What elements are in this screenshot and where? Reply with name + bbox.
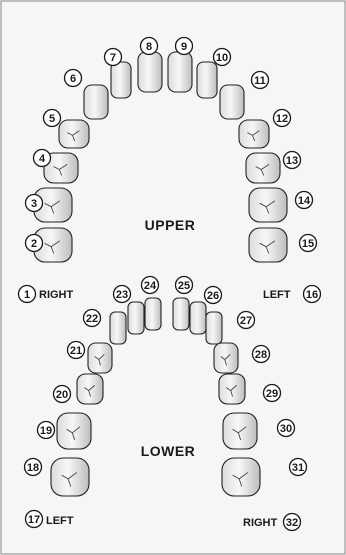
tooth-11 bbox=[220, 85, 244, 119]
tooth-number-10-label: 10 bbox=[216, 52, 228, 64]
tooth-number-27-label: 27 bbox=[240, 315, 252, 327]
lower-left-label: LEFT bbox=[46, 515, 74, 527]
tooth-number-31-label: 31 bbox=[292, 462, 304, 474]
tooth-number-7-label: 7 bbox=[110, 52, 116, 64]
tooth-number-30-label: 30 bbox=[280, 423, 292, 435]
tooth-number-12-label: 12 bbox=[276, 113, 288, 125]
tooth-number-13-label: 13 bbox=[286, 155, 298, 167]
tooth-number-6-label: 6 bbox=[70, 73, 76, 85]
tooth-number-20-label: 20 bbox=[56, 389, 68, 401]
tooth-23 bbox=[128, 302, 144, 334]
tooth-number-32-label: 32 bbox=[286, 517, 298, 529]
tooth-27 bbox=[206, 312, 222, 344]
tooth-8 bbox=[138, 52, 162, 92]
tooth-number-28-label: 28 bbox=[255, 349, 267, 361]
tooth-number-17-label: 17 bbox=[28, 514, 40, 526]
tooth-10 bbox=[197, 62, 217, 98]
tooth-number-5-label: 5 bbox=[49, 113, 55, 125]
tooth-number-22-label: 22 bbox=[86, 313, 98, 325]
tooth-number-18-label: 18 bbox=[27, 462, 39, 474]
tooth-number-9-label: 9 bbox=[181, 41, 187, 53]
tooth-number-14-label: 14 bbox=[298, 195, 311, 207]
tooth-6 bbox=[84, 85, 108, 119]
tooth-number-24-label: 24 bbox=[144, 280, 157, 292]
upper-left-label: LEFT bbox=[263, 289, 291, 301]
tooth-25 bbox=[173, 298, 189, 330]
tooth-number-21-label: 21 bbox=[70, 345, 82, 357]
upper-arch-label: UPPER bbox=[145, 217, 196, 233]
tooth-number-1-label: 1 bbox=[24, 289, 30, 301]
tooth-number-16-label: 16 bbox=[306, 289, 318, 301]
tooth-22 bbox=[110, 312, 126, 344]
tooth-number-19-label: 19 bbox=[40, 425, 52, 437]
tooth-number-25-label: 25 bbox=[178, 280, 190, 292]
tooth-7 bbox=[111, 62, 131, 98]
tooth-number-8-label: 8 bbox=[146, 41, 152, 53]
tooth-number-2-label: 2 bbox=[31, 238, 37, 250]
tooth-number-4-label: 4 bbox=[39, 153, 46, 165]
tooth-number-23-label: 23 bbox=[116, 289, 128, 301]
tooth-24 bbox=[145, 298, 161, 330]
tooth-number-15-label: 15 bbox=[302, 238, 314, 250]
tooth-number-11-label: 11 bbox=[254, 75, 266, 87]
upper-right-label: RIGHT bbox=[39, 289, 74, 301]
lower-right-label: RIGHT bbox=[243, 517, 278, 529]
tooth-number-26-label: 26 bbox=[207, 290, 219, 302]
tooth-26 bbox=[190, 302, 206, 334]
lower-arch-label: LOWER bbox=[141, 443, 196, 459]
tooth-number-3-label: 3 bbox=[31, 198, 37, 210]
tooth-number-29-label: 29 bbox=[266, 388, 278, 400]
tooth-9 bbox=[168, 52, 192, 92]
